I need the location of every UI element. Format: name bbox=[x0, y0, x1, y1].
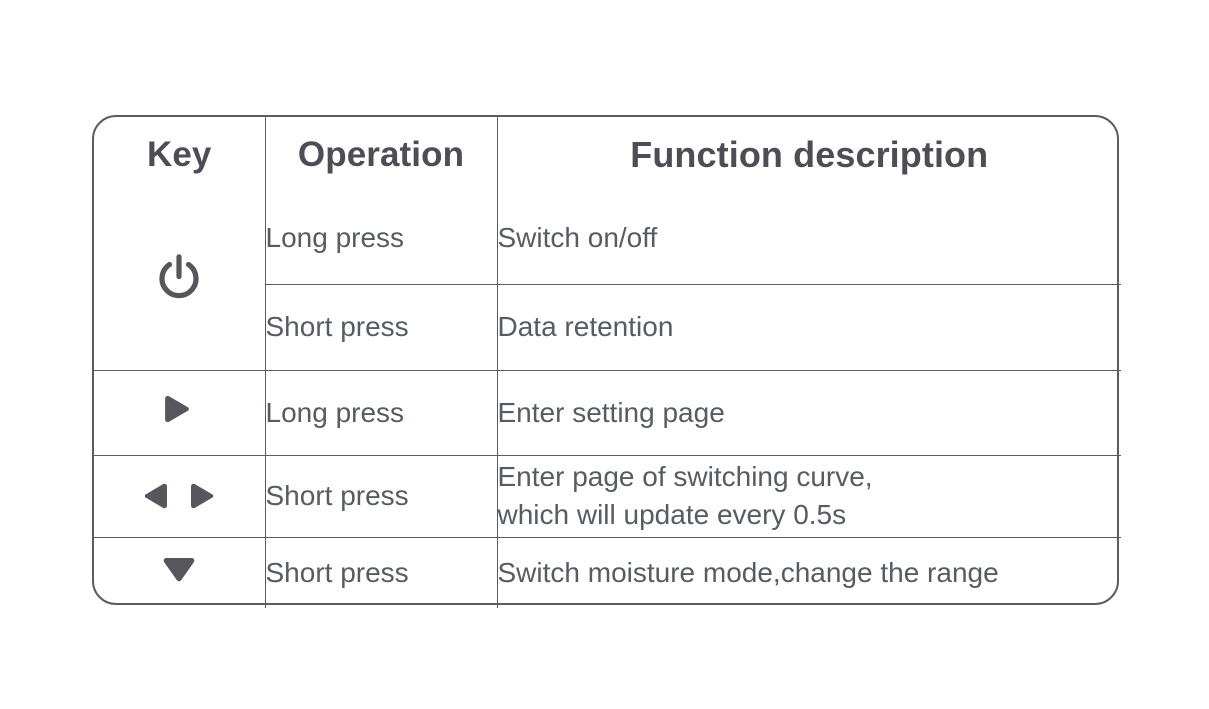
arrow-left-right-icon bbox=[94, 480, 265, 512]
table-row: Short press Switch moisture mode,change … bbox=[94, 536, 1121, 608]
table-header: Key Operation Function description bbox=[94, 117, 1121, 193]
description-cell: Data retention bbox=[496, 283, 1121, 371]
table-row: Short press Enter page of switching curv… bbox=[94, 454, 1121, 538]
key-table: Key Operation Function description bbox=[94, 117, 1121, 608]
description-line: Data retention bbox=[497, 311, 674, 343]
column-header-operation: Operation bbox=[264, 117, 498, 193]
description-cell: Enter setting page bbox=[496, 369, 1121, 456]
table-header-row: Key Operation Function description bbox=[94, 117, 1121, 193]
operation-cell: Long press bbox=[264, 193, 498, 285]
operation-cell: Short press bbox=[265, 283, 498, 371]
operation-cell: Long press bbox=[264, 369, 498, 456]
operation-cell: Short press bbox=[264, 536, 498, 608]
power-icon bbox=[157, 253, 201, 302]
arrow-down-icon bbox=[161, 554, 197, 584]
table-row: Long press Enter setting page bbox=[94, 369, 1121, 456]
description-line: Enter page of switching curve, bbox=[497, 461, 873, 493]
table-row: Long press Switch on/off bbox=[94, 193, 1121, 371]
description-line: Enter setting page bbox=[497, 396, 725, 428]
description-line: Switch on/off bbox=[497, 222, 658, 254]
description-line: which will update every 0.5s bbox=[497, 499, 847, 530]
column-header-key: Key bbox=[94, 117, 266, 193]
description-cell: Switch on/off bbox=[496, 193, 1121, 285]
column-header-function-description: Function description bbox=[496, 117, 1121, 193]
table-body: Long press Switch on/off Short press Dat… bbox=[94, 193, 1121, 608]
arrow-right-icon bbox=[191, 483, 214, 509]
key-cell-arrow-down bbox=[94, 536, 266, 608]
arrow-right-icon bbox=[164, 392, 194, 426]
operation-cell: Short press bbox=[264, 454, 498, 538]
description-line: Switch moisture mode,change the range bbox=[497, 556, 999, 588]
key-cell-arrow-right bbox=[94, 369, 266, 456]
key-cell-arrow-left-right bbox=[94, 454, 266, 538]
key-operation-table: Key Operation Function description bbox=[92, 115, 1121, 608]
description-cell: Enter page of switching curve, which wil… bbox=[496, 454, 1121, 538]
description-cell: Switch moisture mode,change the range bbox=[496, 536, 1121, 608]
key-cell-power bbox=[94, 193, 266, 371]
table-row: Short press Data retention bbox=[94, 283, 1121, 371]
arrow-left-icon bbox=[145, 483, 168, 509]
